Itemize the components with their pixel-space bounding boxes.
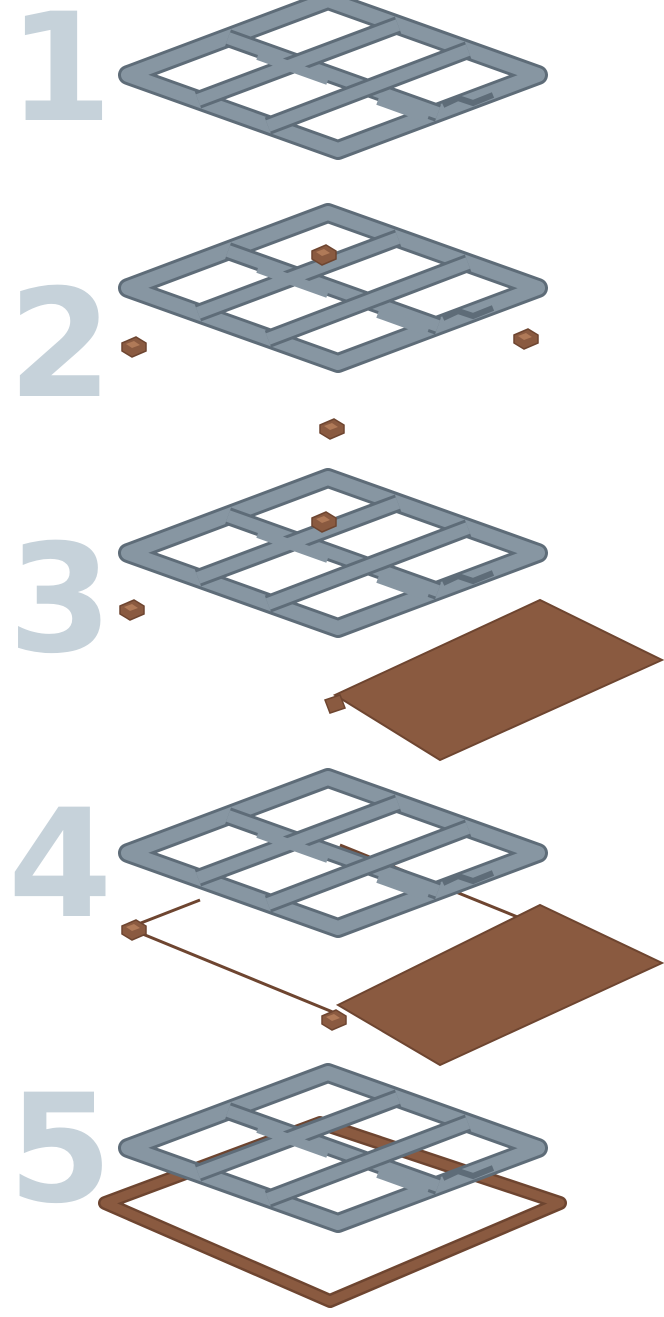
corner-bracket xyxy=(122,920,146,940)
step-1: 1 xyxy=(0,0,664,190)
frame-on-base-diagram-5 xyxy=(0,1065,664,1317)
ramp-plate xyxy=(335,600,662,760)
corner-bracket xyxy=(320,419,344,439)
step-3: 3 xyxy=(0,470,664,770)
frame-with-base-rails-diagram-4 xyxy=(0,770,664,1070)
corner-bracket xyxy=(514,329,538,349)
step-4: 4 xyxy=(0,770,664,1070)
ramp-plate xyxy=(338,905,662,1065)
step-5: 5 xyxy=(0,1065,664,1317)
frame-with-brackets-diagram-2 xyxy=(0,205,664,455)
step-2: 2 xyxy=(0,205,664,455)
corner-bracket xyxy=(122,337,146,357)
corner-bracket xyxy=(120,600,144,620)
corner-bracket xyxy=(322,1010,346,1030)
frame-with-ramp-diagram-3 xyxy=(0,470,664,770)
frame-assembly-diagram-1 xyxy=(0,0,664,190)
